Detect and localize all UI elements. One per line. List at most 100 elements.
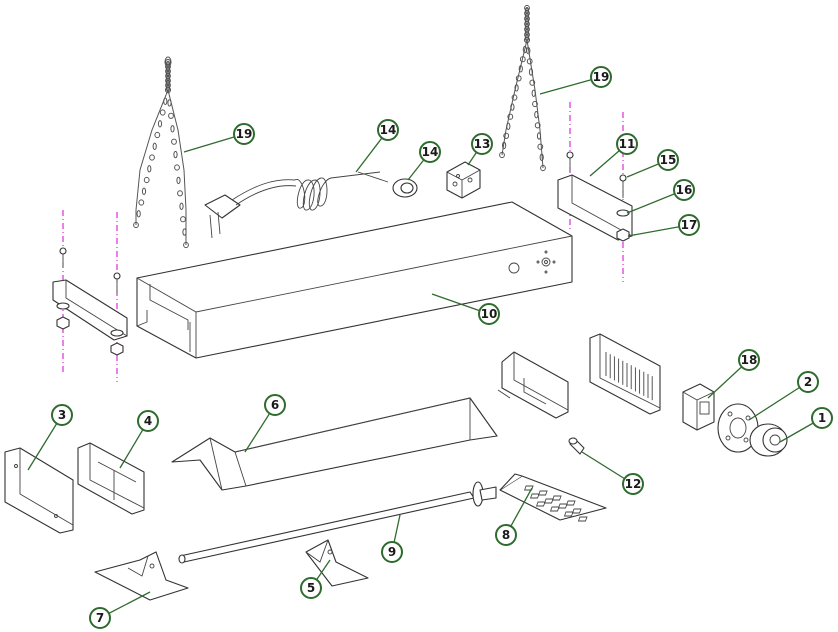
- callout-3: 3: [51, 404, 73, 426]
- chain-link: [173, 150, 178, 159]
- callout-bubbles: 1 2 3 4 5 6 7 8 9 10 11 12 13 14 14 15 1…: [51, 66, 833, 629]
- callout-8-label: 8: [502, 528, 510, 542]
- chain-link: [159, 109, 166, 116]
- callout-19-left-label: 19: [236, 127, 253, 141]
- callout-8: 8: [495, 524, 517, 546]
- chain-link: [536, 132, 542, 140]
- callout-19-left: 19: [233, 123, 255, 145]
- callout-18: 18: [738, 349, 760, 371]
- grill-hole: [565, 500, 576, 506]
- chain-link: [165, 63, 171, 70]
- chain-link: [176, 176, 181, 185]
- chain-link: [147, 165, 152, 173]
- left-end-bracket: [52, 247, 128, 356]
- chain-link: [180, 216, 186, 223]
- cord-grommet: [392, 178, 418, 198]
- drip-tray: [171, 397, 498, 491]
- chain-link: [539, 153, 544, 162]
- callout-13: 13: [471, 133, 493, 155]
- callout-6-label: 6: [271, 398, 279, 412]
- callout-16-label: 16: [676, 183, 693, 197]
- chain-link: [515, 75, 522, 82]
- callout-4: 4: [137, 410, 159, 432]
- chain-link: [526, 58, 533, 65]
- callout-5-label: 5: [307, 581, 315, 595]
- chain-link: [519, 56, 526, 63]
- left-side-panel: [4, 447, 74, 534]
- callout-12: 12: [622, 473, 644, 495]
- chain-link: [534, 111, 539, 119]
- chain-link: [165, 86, 171, 94]
- grill-hole: [571, 508, 582, 514]
- vented-panel: [589, 333, 661, 415]
- chain-link: [526, 47, 531, 55]
- chain-link: [183, 241, 189, 249]
- callout-17: 17: [678, 214, 700, 236]
- callout-19-right: 19: [590, 66, 612, 88]
- callout-10-label: 10: [481, 307, 498, 321]
- chain-link: [507, 113, 514, 120]
- callout-15-label: 15: [660, 153, 677, 167]
- grill-hole: [524, 485, 534, 491]
- grill-hole: [535, 501, 546, 507]
- chain-link: [143, 176, 150, 184]
- chain-link: [133, 221, 139, 229]
- chain-link: [524, 36, 530, 44]
- grill-hole: [543, 498, 554, 504]
- chain-link: [163, 97, 168, 106]
- chain-link: [136, 210, 141, 218]
- callout-2-label: 2: [804, 375, 812, 389]
- callout-14-cord-label: 14: [380, 123, 397, 137]
- callout-4-label: 4: [144, 414, 152, 428]
- callout-11: 11: [616, 133, 638, 155]
- callout-14-grommet-label: 14: [422, 145, 439, 159]
- grill-hole: [577, 516, 588, 522]
- callout-9: 9: [381, 541, 403, 563]
- callout-1: 1: [811, 407, 833, 429]
- chain-link: [152, 142, 157, 151]
- chain-link: [503, 132, 510, 139]
- chain-link: [167, 99, 172, 107]
- callout-14-cord: 14: [377, 119, 399, 141]
- spit-rod: [178, 481, 497, 564]
- callout-9-label: 9: [388, 545, 396, 559]
- callout-13-label: 13: [474, 137, 491, 151]
- grill-hole: [537, 490, 548, 496]
- callout-10: 10: [478, 303, 500, 325]
- left-hanging-chain: [133, 56, 189, 249]
- callout-7: 7: [89, 607, 111, 629]
- shaft-pin: [568, 437, 585, 455]
- chain-link: [502, 141, 507, 150]
- perforated-grill-plate: [499, 473, 607, 522]
- callout-7-label: 7: [96, 611, 104, 625]
- callout-16: 16: [673, 179, 695, 201]
- chain-link: [540, 164, 546, 172]
- callout-6: 6: [264, 394, 286, 416]
- chain-link: [177, 190, 183, 197]
- callout-11-label: 11: [619, 137, 636, 151]
- callout-15: 15: [657, 149, 679, 171]
- chain-link: [529, 79, 536, 86]
- chain-link: [138, 199, 145, 206]
- grill-hole: [551, 495, 562, 501]
- chain-link: [514, 84, 519, 92]
- chain-link: [532, 100, 538, 108]
- right-hanging-chain: [499, 4, 546, 172]
- chain-link: [537, 143, 544, 150]
- motor-bracket-plate: [77, 442, 145, 515]
- rotisserie-motor: [749, 423, 788, 457]
- callout-14-grommet: 14: [419, 141, 441, 163]
- chain-link: [528, 68, 534, 76]
- right-side-bracket: [497, 351, 569, 419]
- switch-housing: [682, 383, 715, 431]
- chain-link: [168, 112, 174, 119]
- chain-link: [499, 151, 505, 159]
- chain-link: [511, 94, 518, 101]
- terminal-block: [446, 161, 481, 199]
- chain-link: [154, 131, 161, 139]
- chain-link: [149, 154, 155, 161]
- callout-2: 2: [797, 371, 819, 393]
- chain-link: [141, 187, 147, 196]
